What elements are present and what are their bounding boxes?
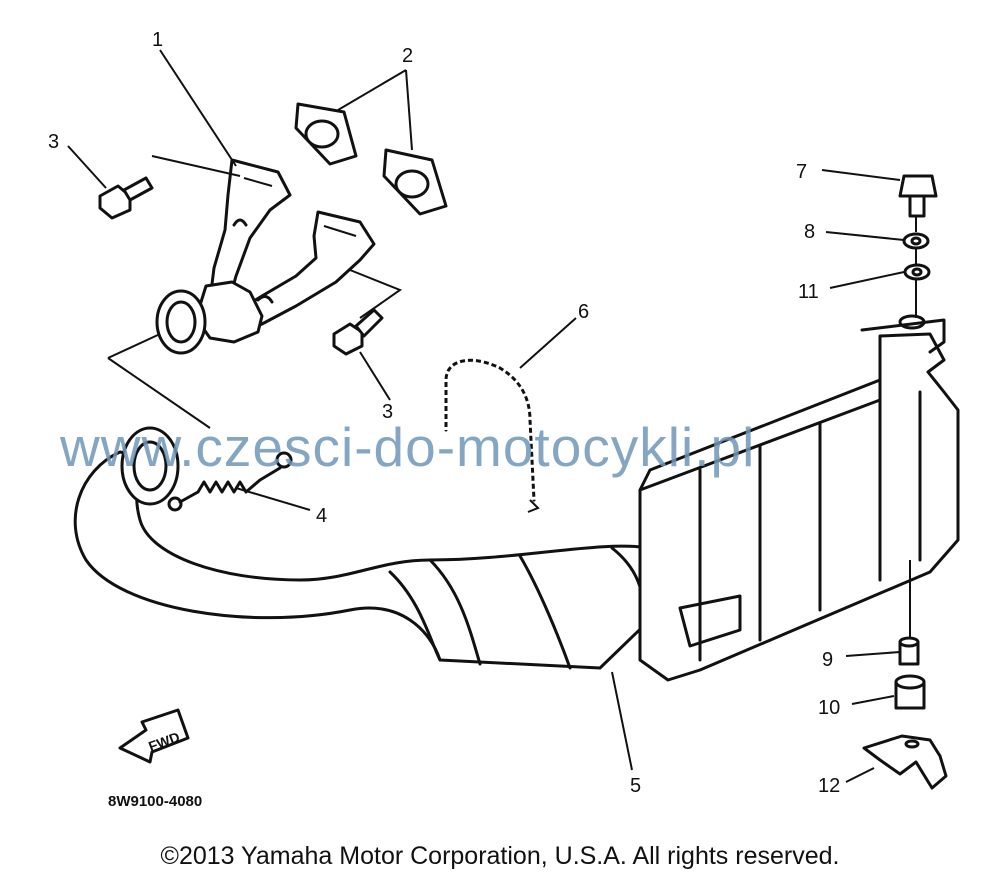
bolt-left (98, 176, 154, 220)
callout-9: 9 (822, 649, 833, 671)
exhaust-manifold (155, 158, 376, 355)
callout-7: 7 (796, 161, 807, 183)
bolt-right (332, 308, 384, 356)
gasket-upper (294, 102, 358, 166)
callout-2: 2 (402, 45, 413, 67)
damper-large (894, 674, 926, 710)
callout-11: 11 (798, 281, 819, 303)
washer (902, 232, 930, 250)
callout-1: 1 (152, 29, 163, 51)
spring (167, 451, 293, 512)
muffler (638, 314, 960, 682)
drawing-number: 8W9100-4080 (108, 793, 202, 810)
heat-protector (444, 358, 540, 513)
callout-5: 5 (630, 775, 641, 797)
collar (903, 263, 931, 281)
mount-bracket (862, 734, 948, 790)
callout-6: 6 (578, 301, 589, 323)
diagram-svg: FWD 1 2 3 3 4 5 6 7 8 11 9 10 12 8W9100-… (48, 29, 960, 810)
callout-8: 8 (804, 221, 815, 243)
leader-lines (67, 49, 917, 783)
forward-arrow: FWD (118, 708, 190, 764)
watermark-text: www.czesci-do-motocykli.pl (59, 416, 755, 478)
callout-10: 10 (818, 697, 840, 719)
damper (898, 636, 920, 666)
gasket-lower (382, 148, 448, 216)
callout-4: 4 (316, 505, 327, 527)
callout-12: 12 (818, 775, 840, 797)
callout-3-right: 3 (382, 401, 393, 423)
callout-3-left: 3 (48, 131, 59, 153)
copyright-notice: ©2013 Yamaha Motor Corporation, U.S.A. A… (160, 842, 840, 870)
mount-bolt (898, 174, 938, 218)
